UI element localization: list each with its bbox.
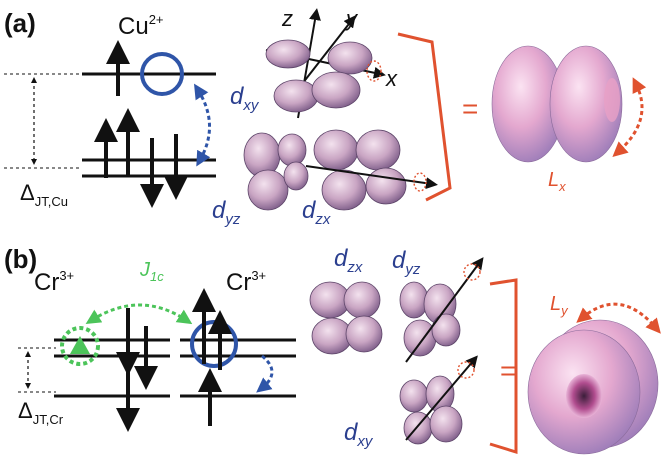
- dyz-orbital-a: [243, 132, 309, 211]
- dzx-orbital-a: [305, 129, 438, 211]
- hole-circle: [140, 52, 184, 96]
- dxy-label-a: dxy: [230, 83, 260, 114]
- rotation-arrow-ly: [576, 302, 661, 334]
- rotation-marker: [366, 60, 382, 82]
- orbital-lobe: [403, 411, 433, 445]
- orbital-lobe: [273, 79, 319, 113]
- dyz-label-b: dyz: [392, 247, 421, 278]
- orbital-lobe: [343, 281, 381, 319]
- cu-ion-label: Cu2+: [118, 12, 164, 40]
- equals-sign-b: =: [500, 355, 516, 386]
- panel-a: (a) Cu2+ ΔJT,Cu z y: [4, 6, 647, 228]
- orbital-lobe: [311, 71, 361, 109]
- delta-jt-cr-label: ΔJT,Cr: [18, 398, 64, 427]
- panel-a-label: (a): [4, 8, 36, 38]
- torus-lx: [491, 45, 623, 163]
- bracket: [397, 32, 452, 202]
- green-spin-arrow: [70, 336, 90, 354]
- rotation-arrow-lx: [612, 77, 647, 157]
- rotation-marker: [457, 361, 475, 379]
- x-axis: [305, 165, 438, 190]
- z-axis-label: z: [281, 6, 293, 31]
- lx-label: Lx: [548, 169, 566, 194]
- x-axis-label: x: [385, 66, 398, 91]
- ly-label: Ly: [550, 293, 569, 318]
- dyz-orbital-b: [399, 257, 484, 363]
- orbital-lobe: [431, 313, 461, 347]
- torus-ly: [527, 319, 659, 455]
- hole-circle: [190, 320, 238, 368]
- orbital-lobe: [429, 405, 463, 443]
- orbital-lobe: [265, 39, 311, 69]
- exchange-circle: [60, 326, 100, 366]
- y-axis: [405, 355, 478, 441]
- orbital-lobe: [321, 169, 367, 211]
- orbital-lobe: [277, 133, 307, 167]
- dxy-orbital-b: [399, 355, 478, 445]
- y-axis-label: y: [344, 6, 359, 31]
- dzx-orbital-b: [309, 281, 383, 355]
- panel-b-label: (b): [4, 244, 37, 274]
- cr-ion-left-label: Cr3+: [34, 268, 74, 296]
- hop-arrow: [194, 83, 211, 167]
- dxy-orbital-a: z y x: [265, 6, 398, 119]
- delta-jt-cu-label: ΔJT,Cu: [20, 180, 68, 209]
- dxy-label-b: dxy: [344, 419, 374, 450]
- orbital-lobe: [355, 129, 401, 171]
- orbital-lobe: [345, 315, 383, 353]
- dzx-label-a: dzx: [302, 197, 331, 228]
- dyz-label-a: dyz: [212, 197, 241, 228]
- orbital-lobe: [313, 129, 359, 171]
- orbital-lobe: [283, 161, 309, 191]
- torus-hole: [604, 78, 620, 122]
- rotation-marker: [413, 172, 427, 192]
- hop-arrow: [256, 354, 274, 393]
- rotation-marker: [463, 263, 481, 281]
- orbital-lobe: [399, 281, 429, 319]
- exchange-arrow: [85, 303, 193, 325]
- j1c-label: J1c: [139, 259, 164, 284]
- dzx-label-b: dzx: [334, 245, 363, 276]
- orbital-lobe: [243, 132, 281, 178]
- bracket: [489, 278, 518, 455]
- cr-ion-right-label: Cr3+: [226, 268, 266, 296]
- orbital-lobe: [247, 169, 289, 211]
- panel-b: (b) Cr3+ Cr3+ J1c ΔJT,Cr: [4, 244, 661, 455]
- orbital-lobe: [365, 167, 407, 205]
- orbital-lobe: [399, 379, 429, 413]
- orbital-lobe: [327, 41, 373, 75]
- equals-sign-a: =: [462, 93, 478, 124]
- orbital-lobe: [403, 319, 437, 357]
- torus-hole: [566, 374, 602, 418]
